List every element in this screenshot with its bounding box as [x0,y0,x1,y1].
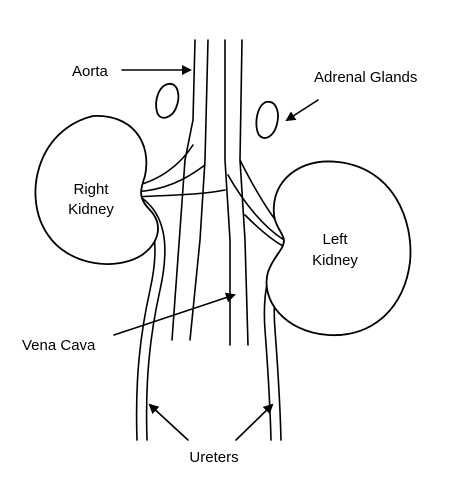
right-renal-vessel-bottom [134,189,226,198]
right-renal-vessel-lower [134,164,206,193]
left-kidney-label-line2: Kidney [312,252,358,269]
diagram-labels: Aorta Adrenal Glands Right Kidney Left K… [22,63,417,466]
aorta-left-wall [171,39,196,341]
right-ureter-arrow [148,403,189,441]
left-renal-vessel-lower [227,174,285,241]
aorta-right-wall [189,39,209,341]
aorta-label: Aorta [72,63,109,80]
vena-cava-right-wall [239,39,249,346]
left-renal-vessel-bottom [244,214,284,247]
renal-vessels [134,144,286,247]
adrenal-glands [155,83,279,139]
vena-cava-arrow [113,292,236,336]
left-ureter-arrow [235,403,274,441]
right-ureter-inner [141,197,166,441]
right-kidney-label-line1: Right [73,181,109,198]
right-kidney-label-line2: Kidney [68,201,114,218]
vena-cava-left-wall [224,39,231,346]
left-kidney-label-line1: Left [322,231,348,248]
right-kidney [34,115,159,265]
left-adrenal-gland [255,100,279,139]
vena-cava-label: Vena Cava [22,337,96,354]
major-vessels [171,39,249,346]
adrenal-glands-arrow [285,99,319,122]
left-kidney [265,160,412,336]
right-adrenal-gland [155,83,180,119]
ureters-label: Ureters [189,449,238,466]
adrenal-glands-label: Adrenal Glands [314,69,417,86]
label-arrows [113,65,319,441]
